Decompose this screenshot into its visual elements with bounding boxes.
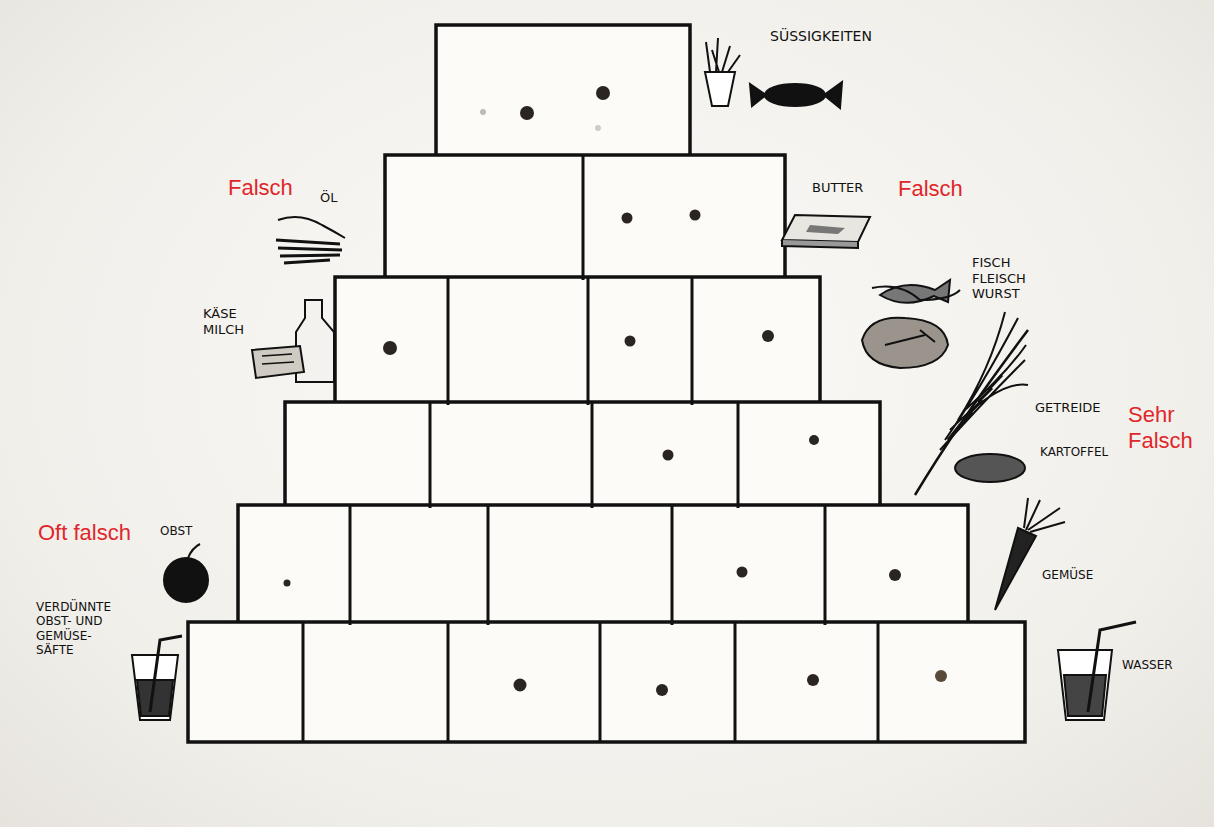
divider — [591, 402, 594, 508]
annotation: Oft falsch — [38, 520, 131, 546]
faint-dot — [480, 109, 486, 115]
annotation: Falsch — [228, 175, 293, 201]
oil-bottle — [276, 240, 342, 263]
butter — [782, 215, 870, 242]
marker-dots — [284, 86, 948, 696]
fish-meat-icon — [862, 280, 960, 368]
pyramid-row — [436, 25, 690, 158]
butter-mark — [806, 225, 845, 234]
divider — [582, 155, 585, 280]
fries — [706, 38, 740, 72]
dairy-icon — [252, 300, 334, 382]
dot — [622, 213, 633, 224]
straw — [150, 636, 182, 712]
dot — [809, 435, 819, 445]
food-group-label: OBST — [160, 524, 192, 538]
dot — [596, 86, 610, 100]
dot — [889, 569, 901, 581]
potato — [955, 454, 1025, 482]
dot — [520, 106, 534, 120]
divider — [487, 505, 490, 625]
pyramid-row — [238, 505, 968, 625]
carrot-leaves — [1024, 498, 1065, 532]
faint-dot — [595, 125, 601, 131]
food-group-label: ÖL — [320, 190, 337, 206]
cheese-lines — [262, 354, 294, 364]
oil-icon — [276, 217, 345, 263]
water — [1064, 675, 1106, 716]
food-group-label: VERDÜNNTE OBST- UND GEMÜSE- SÄFTE — [36, 600, 126, 658]
dot — [935, 670, 947, 682]
divider — [737, 402, 740, 508]
food-group-label: KÄSE MILCH — [203, 306, 258, 337]
divider — [671, 505, 674, 625]
divider — [734, 622, 737, 742]
divider — [599, 622, 602, 742]
dot — [690, 210, 701, 221]
divider — [691, 277, 694, 405]
dot — [807, 674, 819, 686]
dot — [625, 336, 636, 347]
pyramid-row — [285, 402, 880, 508]
glass — [132, 655, 178, 720]
pyramid-row — [335, 277, 820, 405]
food-group-label: WASSER — [1122, 658, 1173, 672]
sausage-line — [872, 287, 960, 301]
divider — [447, 622, 450, 742]
meat — [862, 318, 948, 368]
cheese — [252, 346, 304, 378]
divider — [429, 402, 432, 508]
glass — [1058, 650, 1112, 720]
annotation: Sehr Falsch — [1128, 402, 1202, 455]
oil-drip — [278, 217, 345, 238]
grain-ears — [940, 312, 1028, 450]
grains — [948, 375, 1002, 440]
candy-wrap — [750, 82, 842, 108]
divider — [587, 277, 590, 405]
grain-icon — [915, 312, 1028, 495]
dot — [514, 679, 527, 692]
fork — [885, 330, 935, 345]
dot — [762, 330, 774, 342]
divider — [824, 505, 827, 625]
apple — [164, 558, 208, 602]
food-group-label: GETREIDE — [1035, 400, 1101, 416]
divider — [302, 622, 305, 742]
dot — [383, 341, 397, 355]
fries-box — [705, 72, 735, 106]
food-group-label: SÜSSIGKEITEN — [770, 28, 872, 45]
divider — [447, 277, 450, 405]
dot — [737, 567, 748, 578]
pyramid-dividers — [303, 155, 878, 742]
apple-stem — [188, 544, 200, 558]
food-group-label: GEMÜSE — [1042, 568, 1093, 582]
vegetable-icon — [995, 498, 1065, 610]
candy — [765, 84, 825, 106]
divider — [349, 505, 352, 625]
butter-icon — [782, 215, 870, 248]
pyramid-rows — [188, 25, 1025, 742]
food-group-label: FISCH FLEISCH WURST — [972, 255, 1044, 302]
dot — [656, 684, 668, 696]
carrot — [995, 528, 1036, 610]
annotation: Falsch — [898, 176, 963, 202]
dot — [663, 450, 674, 461]
apple-icon — [164, 544, 208, 602]
divider — [877, 622, 880, 742]
food-group-label: KARTOFFEL — [1040, 445, 1108, 459]
juice-icon — [132, 636, 182, 720]
pyramid-row — [385, 155, 785, 280]
food-group-label: BUTTER — [812, 180, 863, 196]
stalk — [915, 330, 1028, 495]
butter-side — [782, 240, 858, 248]
pyramid-row — [188, 622, 1025, 742]
dot — [284, 580, 291, 587]
sweets-icon — [705, 38, 842, 108]
